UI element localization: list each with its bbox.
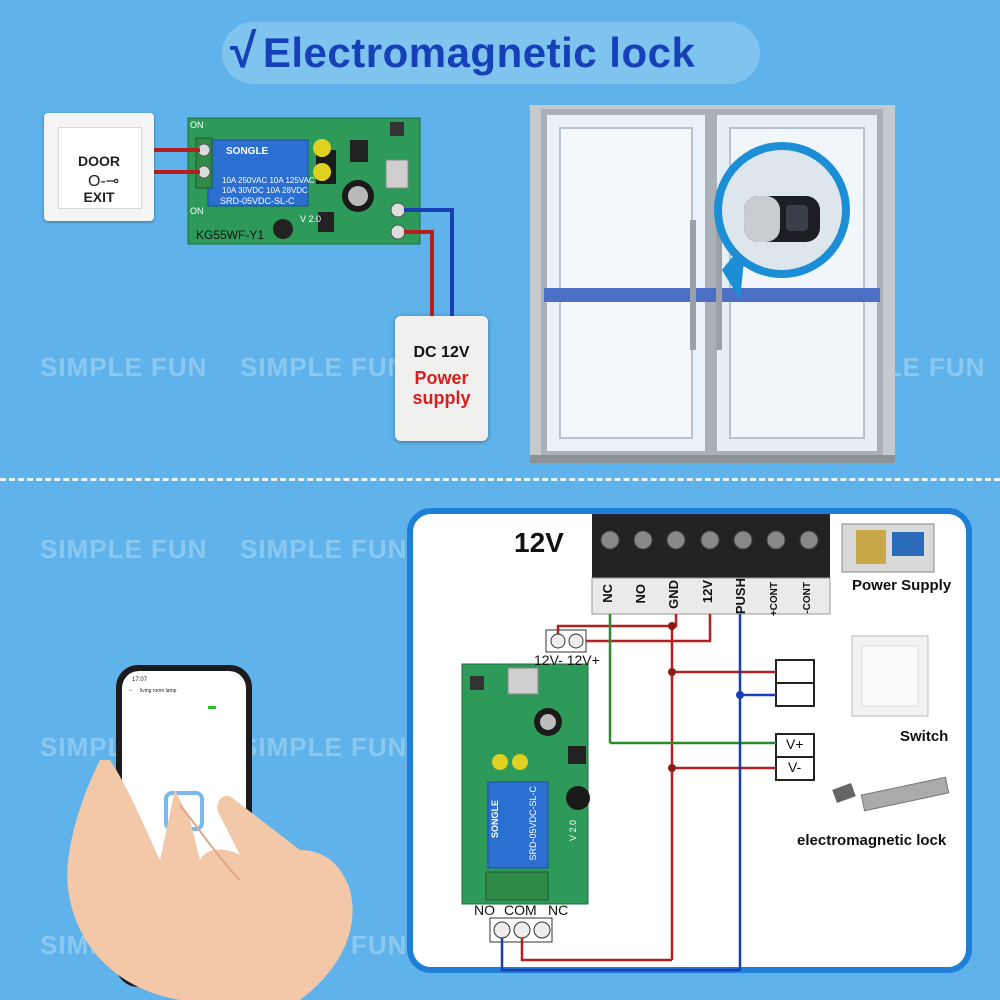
- vplus-label: V+: [786, 736, 804, 752]
- terminal-label-12v: 12V: [700, 580, 715, 604]
- door-label: DOOR: [78, 153, 120, 169]
- panel-relay-model: SRD-05VDC-SL-C: [528, 786, 538, 861]
- key-icon: O‑⊸: [88, 173, 120, 190]
- psu-voltage: DC 12V: [413, 344, 470, 361]
- section-divider: [0, 478, 1000, 481]
- output-label-nc: NC: [548, 902, 569, 918]
- panel-relay-brand: SONGLE: [490, 800, 500, 839]
- panel-voltage: 12V: [514, 527, 564, 558]
- watermark: SIMPLE FUN: [240, 352, 408, 382]
- title-banner: [222, 22, 760, 84]
- board-model: KG55WF-Y1: [196, 228, 265, 242]
- top-illustration: [154, 105, 895, 463]
- psu-label-supply: supply: [412, 388, 471, 408]
- door-exit-button: DOOR O‑⊸ EXIT: [44, 113, 154, 221]
- watermark: SIMPLE FUN: [40, 534, 208, 564]
- terminal-label-push: PUSH: [733, 578, 748, 615]
- watermark: SIMPLE FUN: [240, 534, 408, 564]
- switch-label: Switch: [900, 728, 949, 745]
- status-indicator: [208, 706, 216, 709]
- terminal-label-cont-minus: -CONT: [802, 582, 813, 614]
- watermark: SIMPLE FUN: [240, 732, 408, 762]
- back-icon[interactable]: ←: [128, 687, 134, 693]
- psu-label-power: Power: [414, 368, 469, 388]
- panel-relay: [487, 781, 549, 869]
- page-title: √Electromagnetic lock: [230, 24, 695, 79]
- terminal-label-cont-plus: +CONT: [769, 582, 780, 617]
- board-version: V 2.0: [300, 214, 322, 224]
- output-label-no: NO: [474, 902, 495, 918]
- watermark: SIMPLE FUN: [40, 352, 208, 382]
- power-supply-box: DC 12V Power supply: [395, 316, 488, 441]
- lock-label: electromagnetic lock: [797, 832, 947, 849]
- relay-spec: 10A 30VDC 10A 28VDC: [222, 186, 308, 195]
- exit-label: EXIT: [83, 189, 115, 205]
- board-input-label: 12V- 12V+: [534, 652, 600, 668]
- relay-brand: SONGLE: [226, 146, 269, 157]
- door-band: [544, 288, 880, 302]
- output-label-com: COM: [504, 902, 537, 918]
- phone-time: 17:07: [132, 677, 148, 683]
- relay-model: SRD-05VDC-SL-C: [220, 196, 295, 206]
- title-text: Electromagnetic lock: [262, 29, 696, 76]
- screen-title: living room lamp: [140, 688, 177, 694]
- on-label: ON: [190, 206, 204, 216]
- check-icon: √: [230, 25, 257, 78]
- terminal-label-no: NO: [633, 584, 648, 604]
- terminal-label-gnd: GND: [666, 580, 681, 609]
- vminus-label: V-: [788, 759, 802, 775]
- relay-spec: 10A 250VAC 10A 125VAC: [222, 176, 315, 185]
- top-relay: [207, 139, 309, 207]
- panel-board-version: V 2.0: [568, 820, 578, 842]
- terminal-label-nc: NC: [600, 584, 615, 603]
- power-supply-label: Power Supply: [852, 577, 952, 594]
- electromagnetic-lock-image: [832, 776, 950, 812]
- on-label: ON: [190, 120, 204, 130]
